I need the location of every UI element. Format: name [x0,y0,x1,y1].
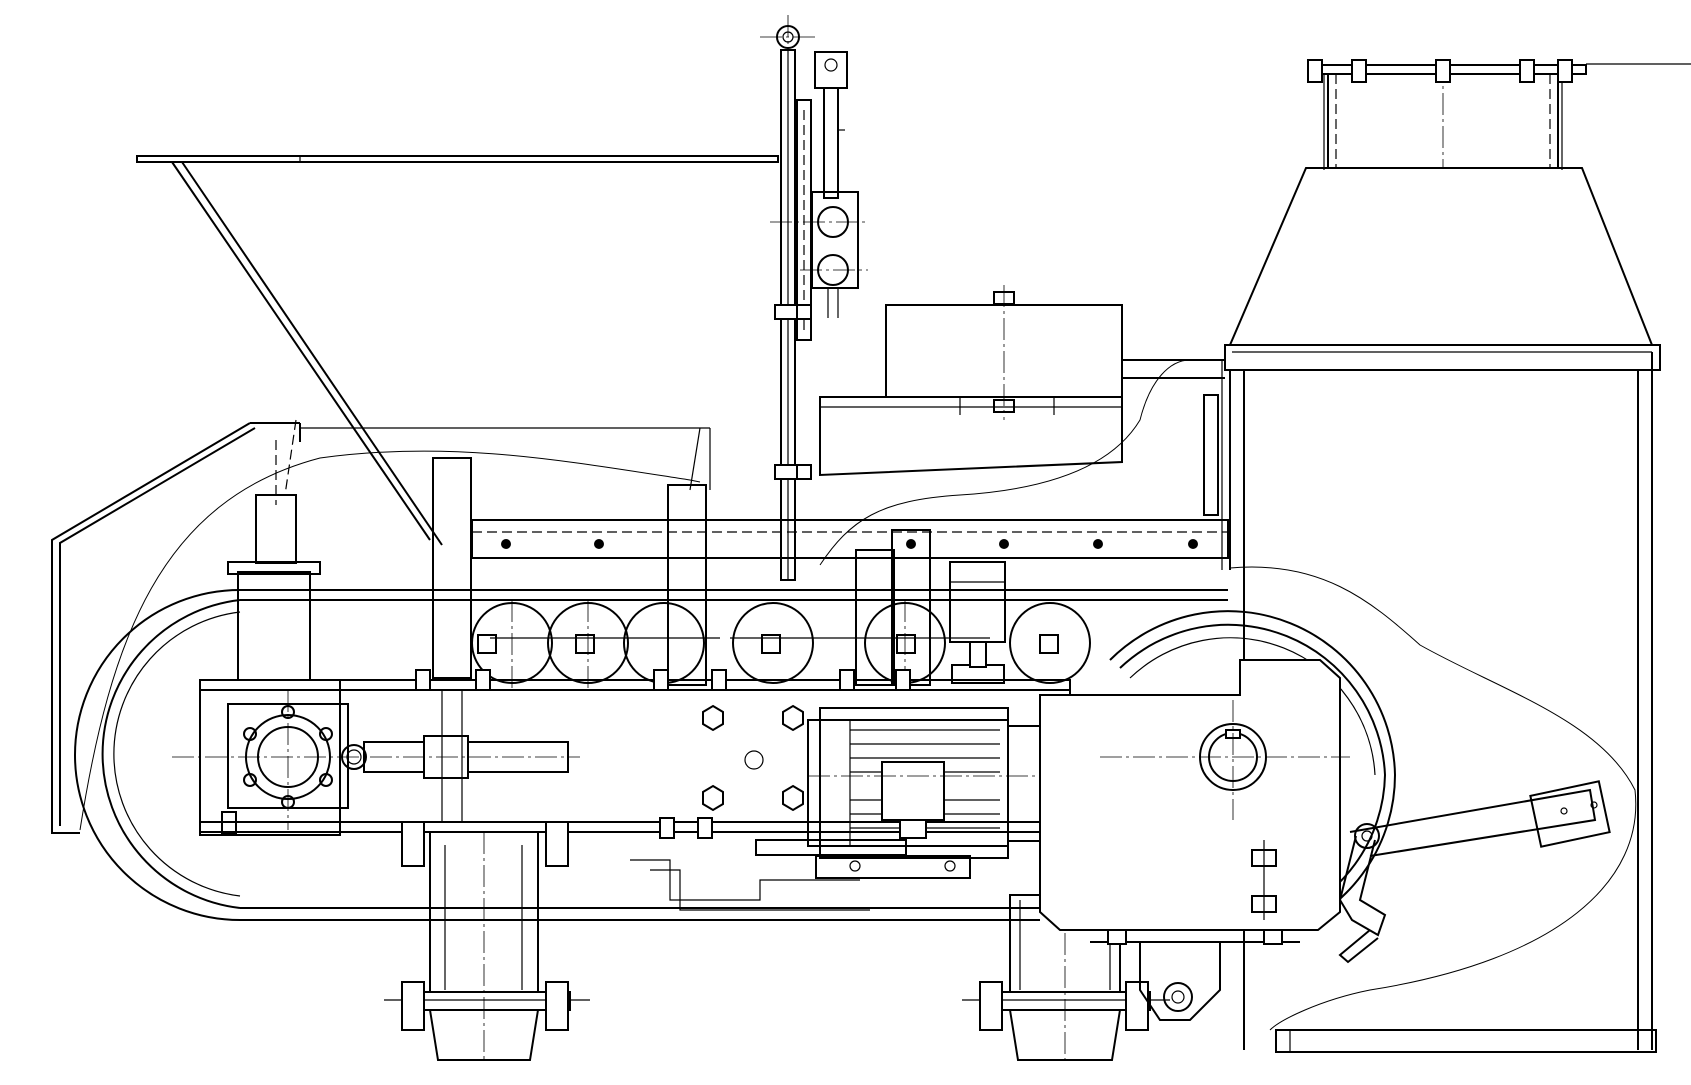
return-pulley [74,589,580,921]
support-leg-left [384,821,590,1061]
flange-bolts [1307,59,1573,83]
idler-bracket [477,634,1059,654]
equipment-box [819,285,1225,570]
hex-nut-icon [702,704,804,812]
idler-frame [432,457,1229,686]
take-up-bearing [199,419,569,836]
hopper [136,155,779,546]
flap-guide [51,422,711,834]
support-legs [384,821,1170,1061]
bolt-icon [979,981,1149,1031]
belt [240,589,1228,921]
drive-pulley [1109,610,1397,931]
bolt-icon [401,821,569,1031]
bolt-icon [774,304,812,480]
carrying-idlers [471,561,1091,690]
electric-motor [807,707,1110,879]
belt-scraper [1338,780,1611,964]
gear-reducer [1039,659,1350,1021]
bolt-icon [415,669,911,839]
dust-cover [79,359,1637,1031]
gate-actuator [760,15,868,581]
discharge-chute [1224,59,1691,1053]
